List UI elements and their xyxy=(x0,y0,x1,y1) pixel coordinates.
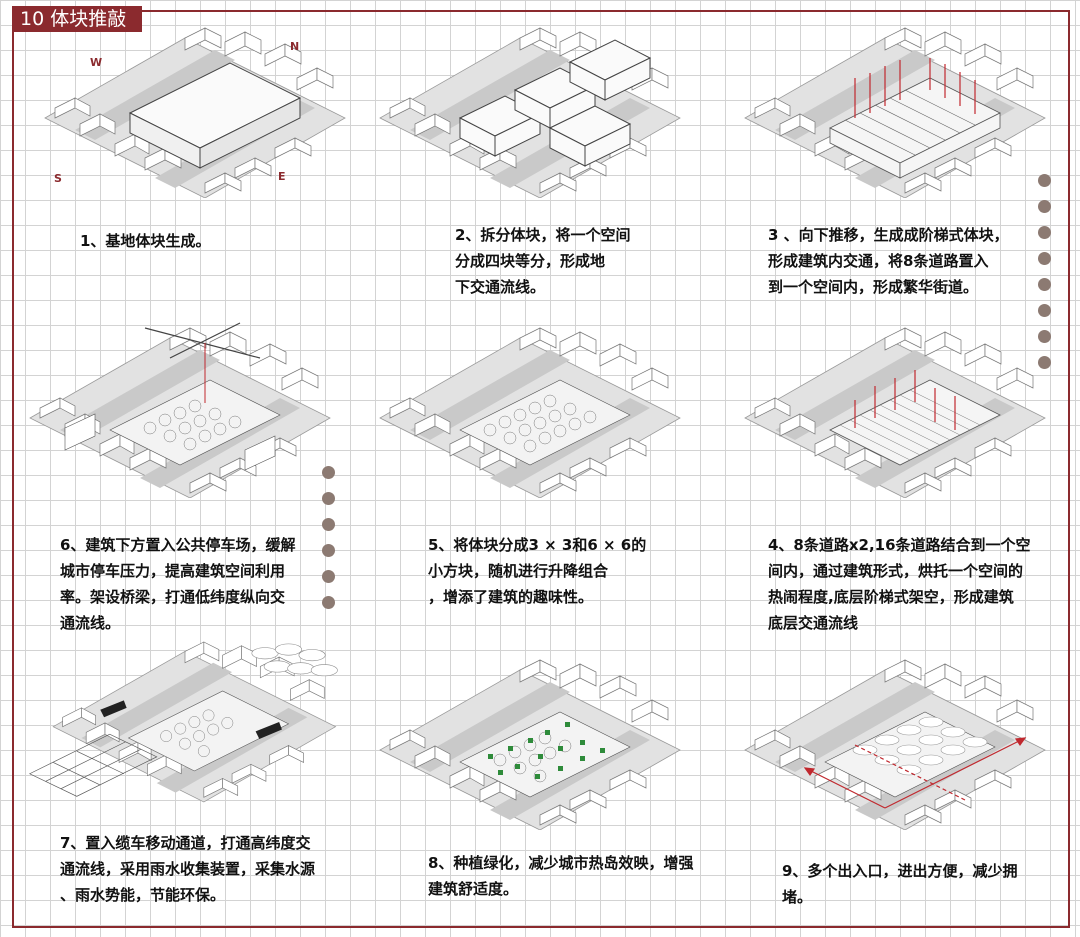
decorative-dots-left xyxy=(322,466,336,622)
caption-step-8: 8、种植绿化，减少城市热岛效映，增强 建筑舒适度。 xyxy=(428,854,694,898)
compass-w: W xyxy=(90,56,103,69)
caption-step-6: 6、建筑下方置入公共停车场，缓解 城市停车压力，提高建筑空间利用 率。架设桥梁，… xyxy=(60,536,296,632)
dot xyxy=(322,596,335,609)
compass-e: E xyxy=(278,170,286,183)
panel-step-4 xyxy=(735,318,1055,498)
panel-step-2 xyxy=(370,18,690,198)
dot xyxy=(1038,330,1051,343)
dot xyxy=(1038,304,1051,317)
diagram-frame xyxy=(12,10,1070,928)
panel-step-8 xyxy=(370,650,690,830)
panel-step-7 xyxy=(25,632,345,812)
caption-step-1: 1、基地体块生成。 xyxy=(80,232,211,250)
dot xyxy=(322,466,335,479)
dot xyxy=(1038,174,1051,187)
dot xyxy=(1038,278,1051,291)
caption-step-4: 4、8条道路x2,16条道路结合到一个空 间内，通过建筑形式，烘托一个空间的 热… xyxy=(768,536,1031,632)
compass-n: N xyxy=(290,40,300,53)
caption-step-2: 2、拆分体块，将一个空间 分成四块等分，形成地 下交通流线。 xyxy=(455,226,631,296)
panel-step-1 xyxy=(35,18,355,198)
caption-step-9: 9、多个出入口，进出方便，减少拥 堵。 xyxy=(782,862,1018,906)
caption-step-7: 7、置入缆车移动通道，打通高纬度交 通流线，采用雨水收集装置，采集水源 、雨水势… xyxy=(60,834,316,904)
panel-step-3 xyxy=(735,18,1055,198)
panel-step-6 xyxy=(20,318,340,498)
dot xyxy=(322,544,335,557)
dot xyxy=(322,570,335,583)
dot xyxy=(1038,356,1051,369)
decorative-dots-right xyxy=(1038,174,1052,382)
panel-step-5 xyxy=(370,318,690,498)
compass-s: S xyxy=(54,172,62,185)
dot xyxy=(1038,252,1051,265)
dot xyxy=(1038,226,1051,239)
dot xyxy=(322,518,335,531)
dot xyxy=(322,492,335,505)
caption-step-3: 3 、向下推移，生成成阶梯式体块， 形成建筑内交通，将8条道路置入 到一个空间内… xyxy=(768,226,1009,296)
caption-step-5: 5、将体块分成3 × 3和6 × 6的 小方块，随机进行升降组合 ，增添了建筑的… xyxy=(428,536,647,606)
dot xyxy=(1038,200,1051,213)
panel-step-9 xyxy=(735,650,1055,830)
section-title: 10 体块推敲 xyxy=(12,6,143,32)
